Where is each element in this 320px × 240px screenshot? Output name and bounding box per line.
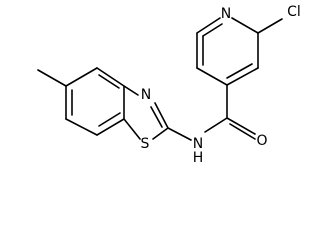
bond bbox=[123, 118, 141, 140]
bond bbox=[226, 67, 259, 86]
bond bbox=[65, 67, 98, 87]
bond bbox=[229, 123, 256, 140]
bond bbox=[96, 67, 125, 87]
bond bbox=[257, 18, 283, 34]
bond bbox=[226, 117, 256, 135]
bond bbox=[150, 106, 163, 128]
bond bbox=[167, 127, 192, 141]
bond bbox=[152, 127, 169, 140]
bond bbox=[123, 85, 139, 96]
bond bbox=[204, 117, 228, 133]
atom-label-s-thiazole: S bbox=[141, 136, 150, 152]
atom-label-n-amide: N bbox=[193, 136, 203, 152]
atom-labels: Cl N O N H S N bbox=[141, 4, 301, 166]
atom-label-n-thiazole: N bbox=[141, 87, 151, 103]
bond bbox=[226, 63, 253, 79]
bond bbox=[96, 118, 125, 136]
bond bbox=[65, 118, 98, 136]
atom-label-o-carbonyl: O bbox=[256, 133, 267, 149]
atom-label-cl: Cl bbox=[287, 4, 301, 20]
bond bbox=[196, 17, 221, 34]
molecule-structure-diagram: Cl N O N H S N bbox=[37, 4, 301, 166]
atom-label-h-amide: H bbox=[193, 150, 204, 166]
bond bbox=[98, 112, 121, 127]
bond bbox=[154, 102, 169, 129]
bond bbox=[202, 23, 223, 37]
bond bbox=[196, 67, 228, 86]
bond bbox=[37, 69, 67, 87]
atom-label-n-pyridine: N bbox=[221, 6, 231, 22]
bond bbox=[231, 17, 259, 34]
bonds bbox=[37, 17, 283, 141]
bond bbox=[98, 74, 120, 89]
